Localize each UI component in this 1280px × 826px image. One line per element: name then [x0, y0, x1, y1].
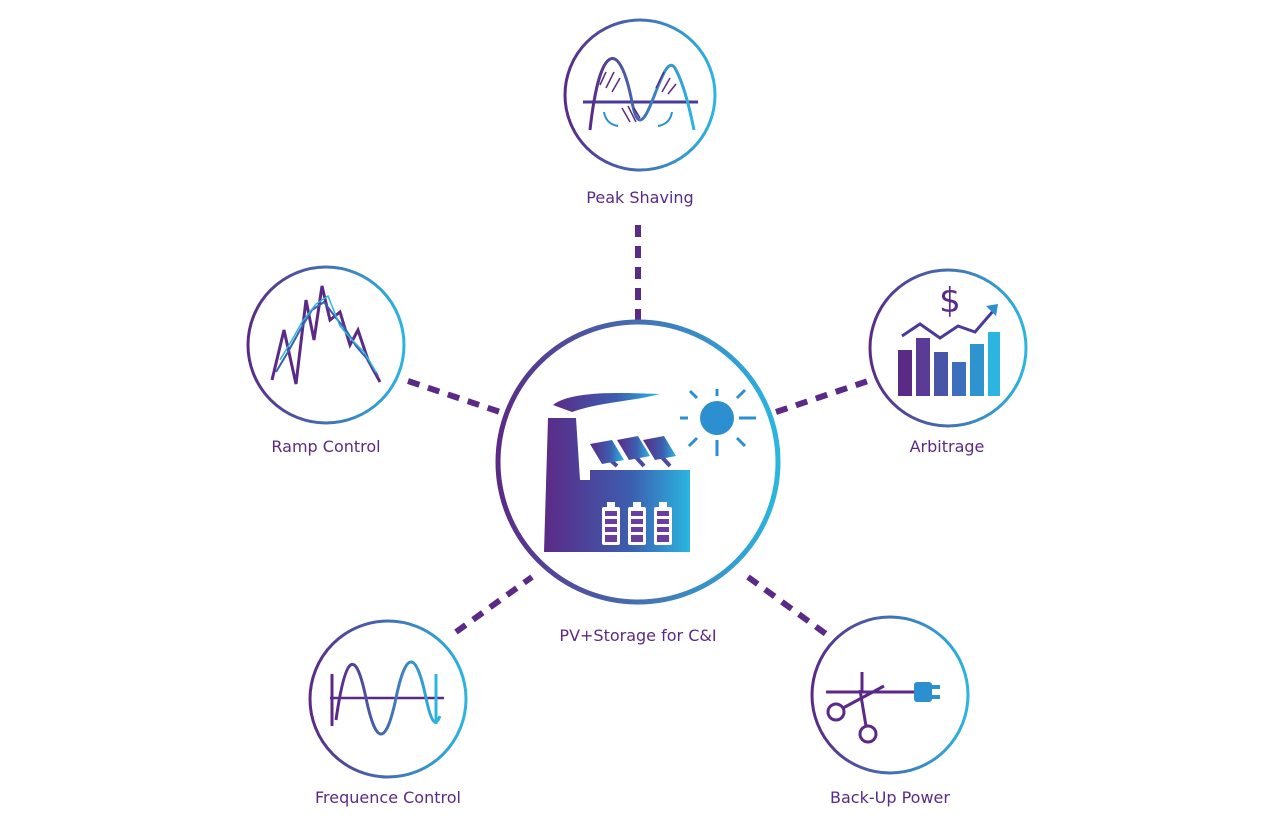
center-label: PV+Storage for C&I: [559, 626, 716, 645]
sine-wave-icon: [330, 660, 444, 736]
back-up-power-ring: [810, 615, 970, 775]
connector-ramp-control: [407, 378, 501, 415]
frequence-control-label: Frequence Control: [315, 788, 461, 807]
ramp-line-chart-icon: [270, 285, 382, 385]
connector-frequence-control: [454, 574, 534, 635]
ramp-control-label: Ramp Control: [271, 437, 380, 456]
scissors-plug-icon: [826, 672, 940, 744]
dollar-bar-chart-icon: $: [898, 281, 1000, 396]
connector-lines: [407, 225, 869, 637]
back-up-power-label: Back-Up Power: [830, 788, 950, 807]
node-peak-shaving: Peak Shaving: [563, 18, 717, 207]
svg-text:$: $: [939, 281, 961, 321]
peak-shaving-label: Peak Shaving: [586, 188, 693, 207]
peak-shaving-ring: [563, 18, 717, 172]
peak-shaving-wave-icon: [583, 57, 698, 131]
factory-solar-battery-icon: [544, 388, 756, 552]
arbitrage-label: Arbitrage: [910, 437, 985, 456]
node-back-up-power: Back-Up Power: [810, 615, 970, 807]
center-node: PV+Storage for C&I: [495, 319, 781, 645]
node-frequence-control: Frequence Control: [308, 619, 468, 807]
node-ramp-control: Ramp Control: [246, 265, 406, 456]
node-arbitrage: $ Arbitrage: [868, 268, 1028, 456]
ramp-control-ring: [246, 265, 406, 425]
connector-back-up-power: [746, 574, 828, 637]
connector-arbitrage: [775, 378, 869, 415]
